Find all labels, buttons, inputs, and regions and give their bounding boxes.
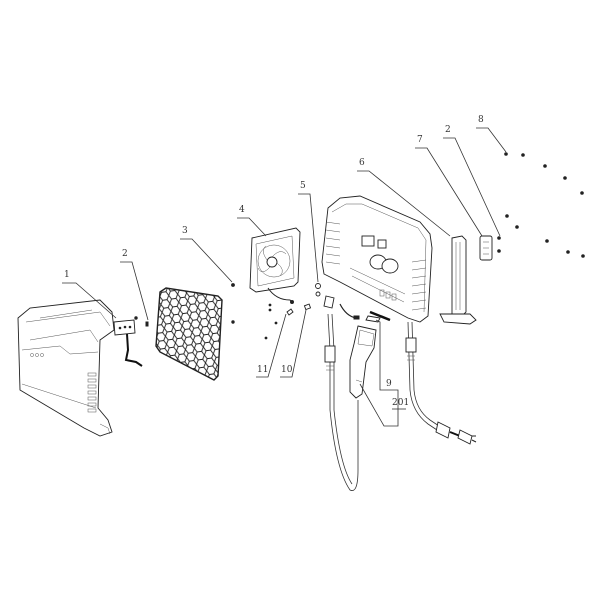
front-cover	[17, 299, 115, 437]
callout-8: 8	[478, 115, 484, 125]
callout-6: 6	[359, 158, 365, 168]
handheld-gun	[349, 310, 391, 399]
callout-7: 7	[417, 135, 423, 145]
indicator-pcb	[113, 319, 143, 367]
callout-3: 3	[182, 226, 188, 236]
wall-bracket	[439, 235, 493, 325]
internal-cable	[323, 295, 360, 320]
callout-2-rear: 2	[445, 125, 451, 135]
honeycomb-grille	[155, 287, 223, 381]
screws-front	[134, 283, 235, 327]
small-hardware	[264, 283, 321, 340]
callout-201: 201	[392, 398, 410, 408]
power-cord	[405, 321, 477, 445]
screw-set	[497, 152, 585, 258]
callout-1: 1	[64, 270, 70, 280]
callout-11: 11	[257, 365, 269, 375]
callout-2-front: 2	[122, 249, 128, 259]
leader-lines	[62, 127, 507, 427]
coiled-hose	[324, 313, 359, 491]
callout-10: 10	[281, 365, 293, 375]
callout-4: 4	[239, 205, 245, 215]
callout-5: 5	[300, 181, 306, 191]
callout-9: 9	[386, 379, 392, 389]
cooling-fan	[249, 227, 301, 307]
main-housing	[321, 195, 433, 323]
